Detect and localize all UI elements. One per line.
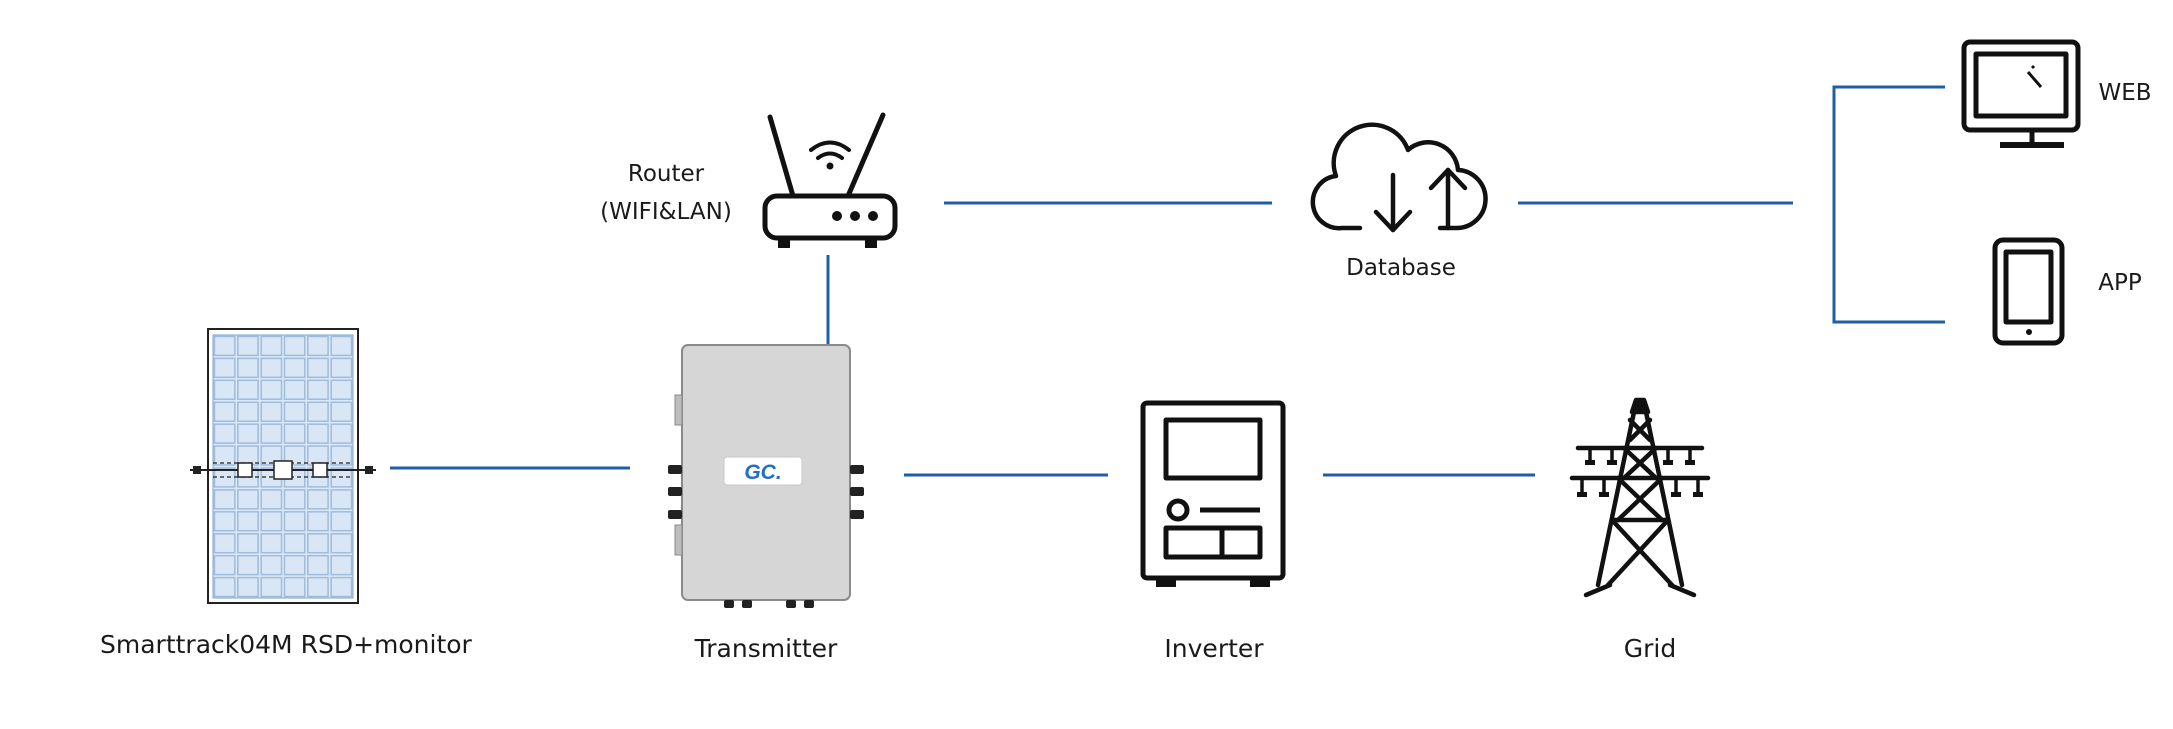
panel-cell: [260, 401, 283, 422]
panel-cell: [283, 357, 306, 379]
panel-cell: [213, 489, 236, 510]
panel-cell: [213, 357, 236, 379]
connectors: [390, 85, 1945, 477]
panel-cell: [307, 379, 329, 400]
panel-cell: [307, 445, 329, 466]
router-label-line1: Router: [627, 161, 705, 187]
panel-cell: [260, 489, 283, 510]
panel-cell: [283, 335, 306, 357]
panel-cell: [283, 401, 306, 422]
panel-cell: [260, 554, 283, 576]
panel-cell: [307, 423, 329, 444]
database-label: Database: [1346, 255, 1456, 281]
panel-cell: [330, 401, 353, 422]
panel-cell: [260, 379, 283, 400]
panel-cell: [237, 401, 259, 422]
panel-cell: [237, 533, 259, 554]
panel-cell: [330, 576, 353, 598]
panel-cell: [307, 554, 329, 576]
panel-cell: [307, 335, 329, 357]
panel-cell: [237, 335, 259, 357]
panel-cell: [237, 445, 259, 466]
panel-cell: [237, 423, 259, 444]
cloud-database-icon: [1310, 122, 1488, 233]
panel-cell: [260, 357, 283, 379]
web-label: WEB: [2098, 80, 2152, 106]
panel-cell: [307, 533, 329, 554]
panel-cell: [260, 576, 283, 598]
panel-cell: [213, 554, 236, 576]
panel-cell: [330, 335, 353, 357]
panel-cell: [237, 554, 259, 576]
panel-cell: [237, 379, 259, 400]
panel-cell: [283, 511, 306, 532]
panel-cell: [213, 423, 236, 444]
panel-cell: [307, 489, 329, 510]
router-icon: [762, 112, 898, 248]
panel-cell: [283, 554, 306, 576]
panel-cell: [330, 511, 353, 532]
panel-cell: [213, 533, 236, 554]
panel-cell: [330, 379, 353, 400]
panel-cell: [213, 445, 236, 466]
panel-cell: [283, 576, 306, 598]
inverter-icon: [1140, 400, 1286, 587]
app-label: APP: [2098, 270, 2142, 296]
panel-cell: [330, 445, 353, 466]
panel-cell: [213, 379, 236, 400]
power-pylon-icon: [1569, 397, 1711, 598]
panel-cell: [213, 335, 236, 357]
tablet-icon: [1992, 237, 2065, 346]
panel-cell: [213, 401, 236, 422]
panel-cell: [307, 511, 329, 532]
panel-cell: [260, 423, 283, 444]
panel-cell: [213, 576, 236, 598]
transmitter-box-icon: GC.: [668, 344, 864, 608]
transmitter-badge: GC.: [744, 461, 781, 484]
connector-bracket-web-app: [1832, 85, 1945, 324]
inverter-label: Inverter: [1164, 634, 1264, 663]
router-label-line2: (WIFI&LAN): [600, 199, 732, 225]
panel-cell: [283, 489, 306, 510]
panel-cell: [260, 533, 283, 554]
transmitter-label: Transmitter: [694, 634, 838, 663]
panel-cell: [330, 357, 353, 379]
panel-cell: [283, 379, 306, 400]
panel-cell: [307, 401, 329, 422]
panel-cell: [307, 576, 329, 598]
panel-cell: [330, 533, 353, 554]
panel-cell: [307, 357, 329, 379]
panel-cell: [283, 533, 306, 554]
panel-label: Smarttrack04M RSD+monitor: [100, 630, 472, 659]
panel-cell: [237, 511, 259, 532]
grid-label: Grid: [1623, 634, 1677, 663]
panel-cell: [283, 423, 306, 444]
panel-cell: [237, 489, 259, 510]
panel-cell: [213, 511, 236, 532]
monitor-icon: [1961, 39, 2081, 148]
panel-cell: [260, 335, 283, 357]
panel-cell: [237, 576, 259, 598]
panel-cell: [260, 511, 283, 532]
panel-cell: [330, 554, 353, 576]
solar-panel-icon: [190, 328, 376, 604]
panel-cell: [330, 489, 353, 510]
panel-cell: [237, 357, 259, 379]
panel-cell: [330, 423, 353, 444]
